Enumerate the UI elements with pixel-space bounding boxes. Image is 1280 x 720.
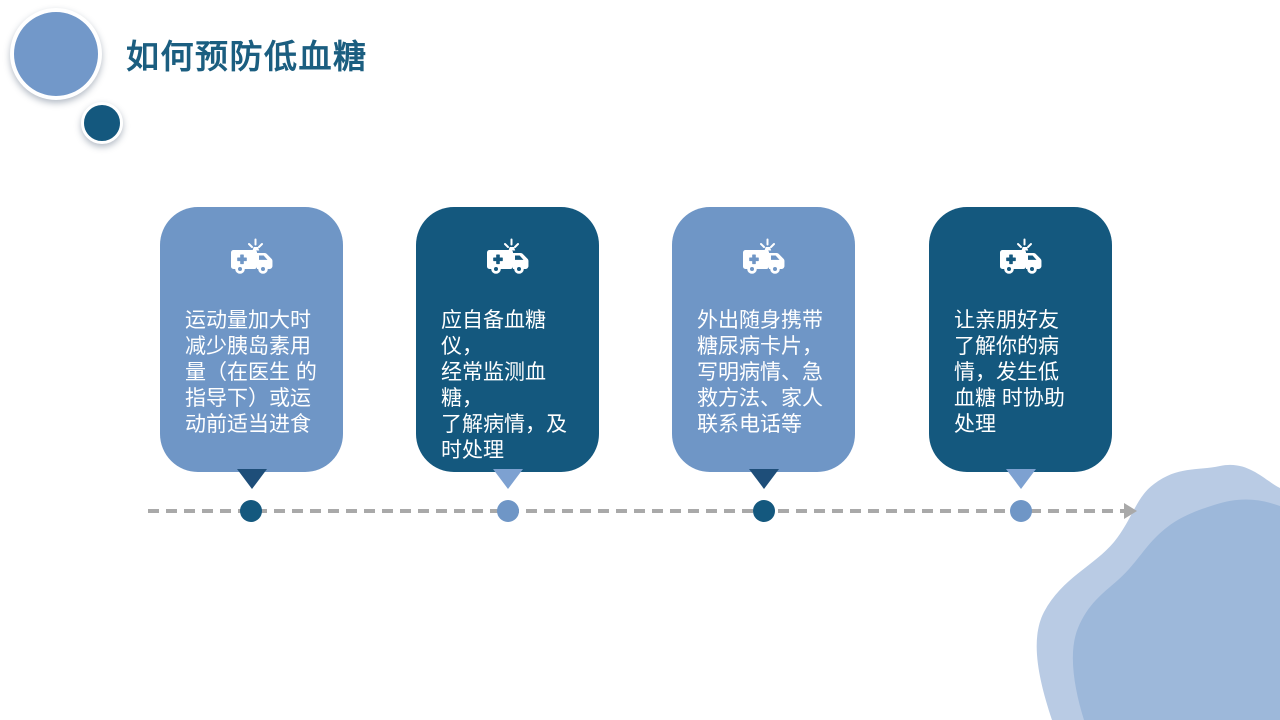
decorative-circle-small [81, 102, 123, 144]
ambulance-icon [485, 238, 529, 275]
step-pointer-icon [237, 469, 267, 489]
timeline-dot [497, 500, 519, 522]
step-text: 应自备血糖仪， 经常监测血糖， 了解病情，及 时处理 [441, 309, 567, 462]
timeline-line [148, 509, 1126, 513]
background-blob [1036, 464, 1280, 720]
step-text: 外出随身携带 糖尿病卡片， 写明病情、急 救方法、家人 联系电话等 [697, 309, 823, 436]
page-title: 如何预防低血糖 [126, 38, 368, 75]
timeline-dot [753, 500, 775, 522]
step-card-3: 外出随身携带 糖尿病卡片， 写明病情、急 救方法、家人 联系电话等 [672, 207, 855, 472]
step-card-2: 应自备血糖仪， 经常监测血糖， 了解病情，及 时处理 [416, 207, 599, 472]
step-pointer-icon [1006, 469, 1036, 489]
step-text: 让亲朋好友 了解你的病 情，发生低 血糖 时协助 处理 [954, 309, 1065, 436]
ambulance-icon [741, 238, 785, 275]
ambulance-icon [229, 238, 273, 275]
step-card-4: 让亲朋好友 了解你的病 情，发生低 血糖 时协助 处理 [929, 207, 1112, 472]
decorative-circle-large [10, 8, 102, 100]
timeline-arrow-icon [1124, 503, 1137, 519]
timeline-dot [240, 500, 262, 522]
step-pointer-icon [493, 469, 523, 489]
step-card-1: 运动量加大时 减少胰岛素用 量（在医生 的 指导下）或运 动前适当进食 [160, 207, 343, 472]
step-text: 运动量加大时 减少胰岛素用 量（在医生 的 指导下）或运 动前适当进食 [185, 309, 317, 436]
ambulance-icon [998, 238, 1042, 275]
step-pointer-icon [749, 469, 779, 489]
timeline-dot [1010, 500, 1032, 522]
